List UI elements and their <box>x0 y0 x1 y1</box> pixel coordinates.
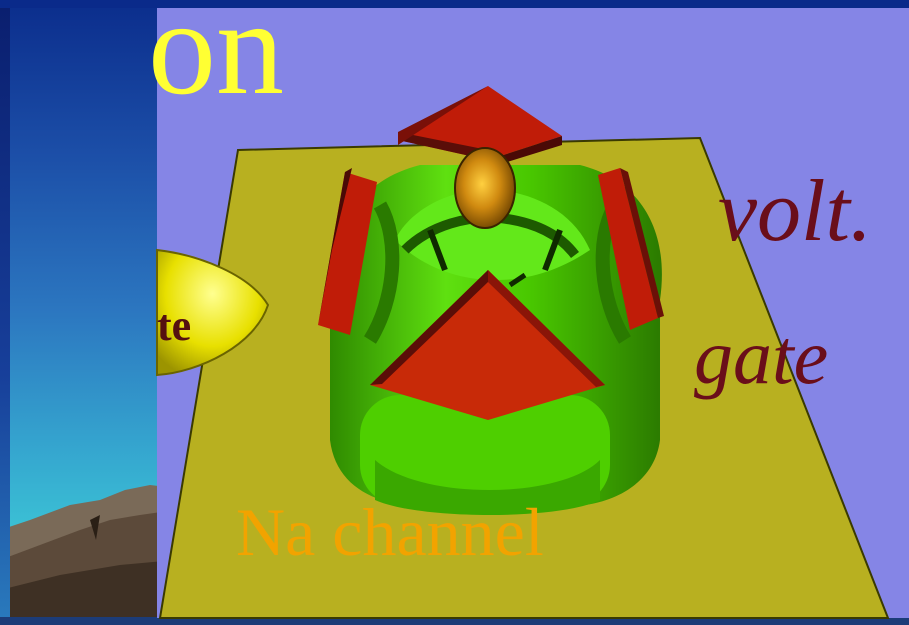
gate-label: gate <box>694 318 828 396</box>
channel-label: Na channel <box>236 498 544 566</box>
sodium-ion <box>455 148 515 228</box>
slide-title-fragment: on <box>148 0 284 116</box>
voltage-label: volt. <box>718 168 872 256</box>
molecule-label: te <box>157 304 193 348</box>
